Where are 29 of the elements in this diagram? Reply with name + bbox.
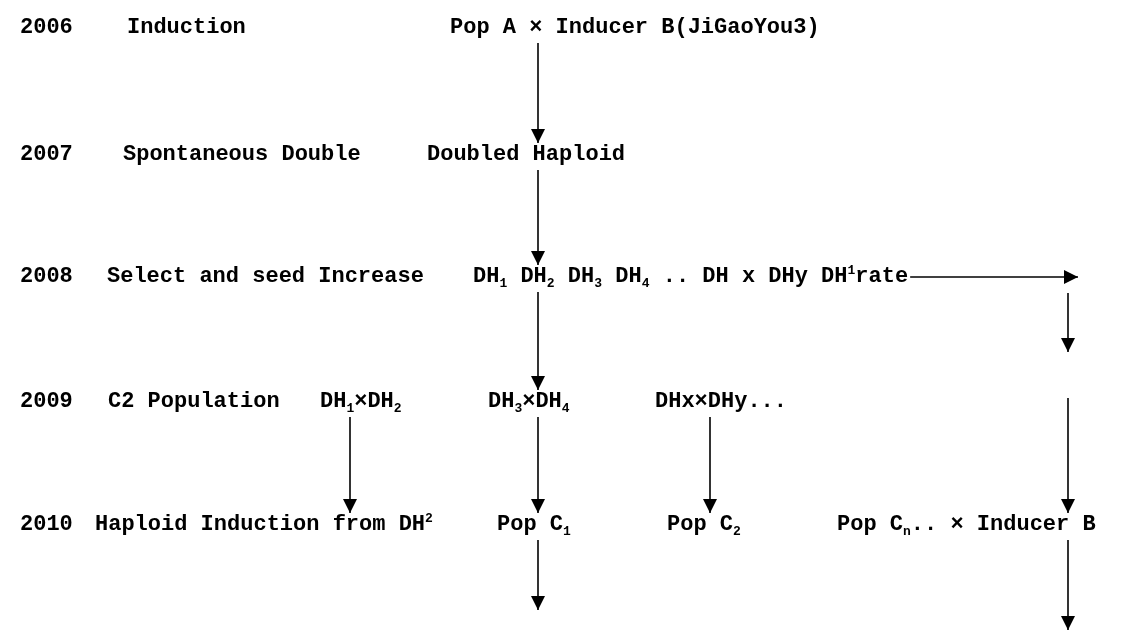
arrow [343,416,357,514]
arrow [531,169,545,266]
year-label: 2010 [20,512,73,538]
arrow [531,416,545,514]
stage-label: Select and seed Increase [107,264,424,290]
year-label: 2006 [20,15,73,41]
node-text: Pop C$_{n}$.. × Inducer B [837,512,1096,538]
node-text: Pop C$_{2}$ [667,512,741,538]
stage-label: Induction [127,15,246,41]
arrow [1061,397,1075,514]
arrow [703,416,717,514]
node-text: DH$_{1}$×DH$_{2}$ [320,389,402,415]
arrow [531,291,545,391]
year-label: 2008 [20,264,73,290]
year-label: 2007 [20,142,73,168]
stage-label: Spontaneous Double [123,142,361,168]
node-text: DH$_{3}$×DH$_{4}$ [488,389,570,415]
node-text: Haploid Induction from DH$^{2}$ [95,512,433,538]
node-text: Pop A × Inducer B(JiGaoYou3) [450,15,820,41]
arrow [1061,539,1075,631]
year-label: 2009 [20,389,73,415]
arrow [531,42,545,144]
node-text: Pop C$_{1}$ [497,512,571,538]
node-text: DH$_{1}$ DH$_{2}$ DH$_{3}$ DH$_{4}$ .. DH x DHy DH$^{1}$rate [473,264,909,290]
arrow [531,539,545,611]
node-text: Doubled Haploid [427,142,626,168]
arrow [909,270,1079,284]
stage-label: C2 Population [108,389,280,415]
node-text: DHx×DHy... [655,389,788,415]
